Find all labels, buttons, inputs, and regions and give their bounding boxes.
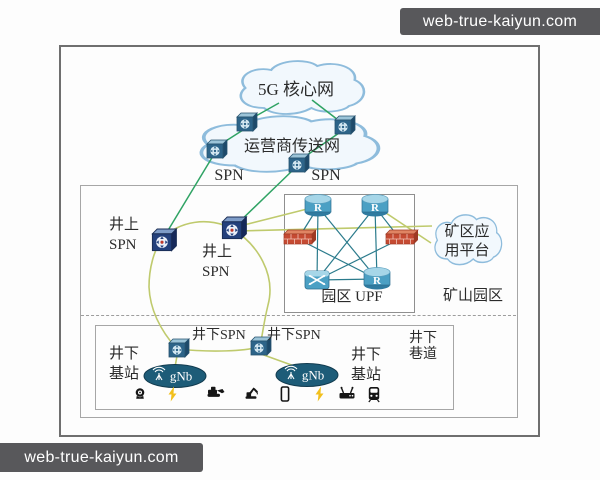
upf-router-bottom: R [363, 267, 391, 290]
power-icon [168, 386, 177, 402]
core-network-label: 5G 核心网 [257, 80, 335, 99]
campus-upf-box [284, 194, 415, 313]
router-letter: R [371, 202, 380, 214]
gnb-label: gNb [302, 368, 324, 383]
underground-box [95, 325, 454, 410]
crane-icon [245, 387, 258, 399]
watermark-bottom-left: web-true-kaiyun.com [0, 443, 203, 472]
underground-spn-router-1 [168, 338, 190, 358]
smartphone-icon [280, 386, 290, 402]
gnb-node-2: gNb [275, 363, 339, 387]
upf-router-top-right: R [361, 194, 389, 217]
underground-spn-label-2: 井下SPN [267, 328, 321, 343]
tunnel-label: 井下 巷道 [409, 331, 437, 362]
transport-spn-router-left [206, 139, 228, 159]
surface-spn-router-1 [151, 228, 177, 252]
terminal-icons [135, 386, 380, 403]
firewall-left [283, 229, 317, 245]
spn-label-right: SPN [311, 167, 341, 184]
router-letter: R [373, 275, 382, 287]
app-platform-label: 矿区应 用平台 [444, 224, 490, 259]
firewall-right [385, 229, 419, 245]
mine-campus-label: 矿山园区 [443, 288, 504, 304]
surface-underground-divider [81, 315, 516, 316]
transport-spn-router-topleft [236, 112, 258, 132]
antenna-icon [284, 365, 298, 380]
transport-spn-router-topright [334, 115, 356, 135]
train-icon [368, 387, 380, 403]
excavator-icon [207, 386, 225, 397]
gnb-label: gNb [170, 369, 192, 384]
antenna-icon [152, 366, 166, 381]
surface-spn-label-1: 井上 SPN [109, 217, 140, 253]
power-icon [315, 386, 324, 402]
base-station-label-1: 井下 基站 [109, 346, 140, 382]
mine-campus-box [80, 185, 518, 418]
upf-router-top-left: R [304, 194, 332, 217]
upf-switch [304, 270, 330, 290]
router-letter: R [314, 202, 323, 214]
surface-spn-label-2: 井上 SPN [202, 244, 233, 280]
watermark-top-right: web-true-kaiyun.com [400, 8, 600, 35]
transport-network-label: 运营商传送网 [243, 138, 341, 155]
underground-spn-label-1: 井下SPN [192, 328, 246, 343]
gnb-node-1: gNb [143, 364, 207, 388]
campus-upf-label: 园区 UPF [321, 289, 383, 305]
base-station-label-2: 井下 基站 [351, 347, 382, 383]
spn-label-left: SPN [214, 167, 244, 184]
wireless-router-icon [339, 386, 355, 399]
outer-border [59, 45, 540, 437]
camera-icon [135, 388, 145, 399]
surface-spn-router-2 [221, 216, 247, 240]
